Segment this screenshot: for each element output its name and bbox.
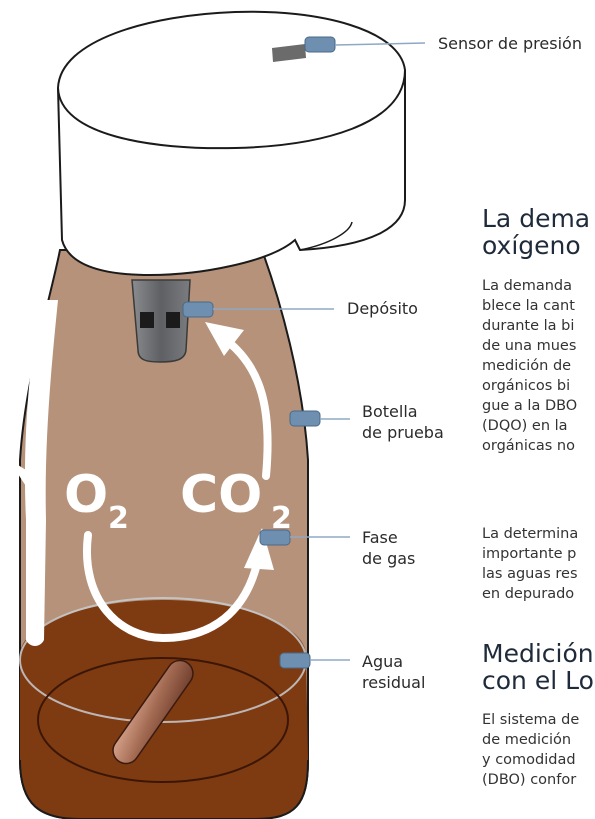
deposito-marker [182,301,214,318]
sensor-cap [56,10,406,277]
co2-subscript: 2 [271,501,292,536]
label-botella: Botella de prueba [362,402,444,442]
heading-medicion: Medición con el Lo [482,639,594,695]
o2-label: O [64,465,108,525]
co2-rising-arrow [222,336,272,480]
label-deposito: Depósito [347,299,418,318]
agua-marker [279,652,311,669]
stir-bar-icon [112,659,194,765]
label-fase-gas: Fase de gas [362,528,416,568]
bottle-highlight-left [24,300,58,646]
label-sensor-presion: Sensor de presión [438,34,582,53]
botella-marker [289,410,321,427]
sensor-marker [304,36,336,53]
heading-demanda: La dema oxígeno [482,204,591,260]
pressure-sensor-icon [272,44,306,62]
co2-label: CO [180,465,262,525]
bottle-highlight-inner [10,460,26,486]
label-agua-residual: Agua residual [362,652,426,692]
bottle-base-ring [37,657,289,783]
fase-marker [259,529,291,546]
reservoir-tube [131,279,191,363]
cycle-arrow [82,531,262,643]
o2-subscript: 2 [108,501,129,536]
